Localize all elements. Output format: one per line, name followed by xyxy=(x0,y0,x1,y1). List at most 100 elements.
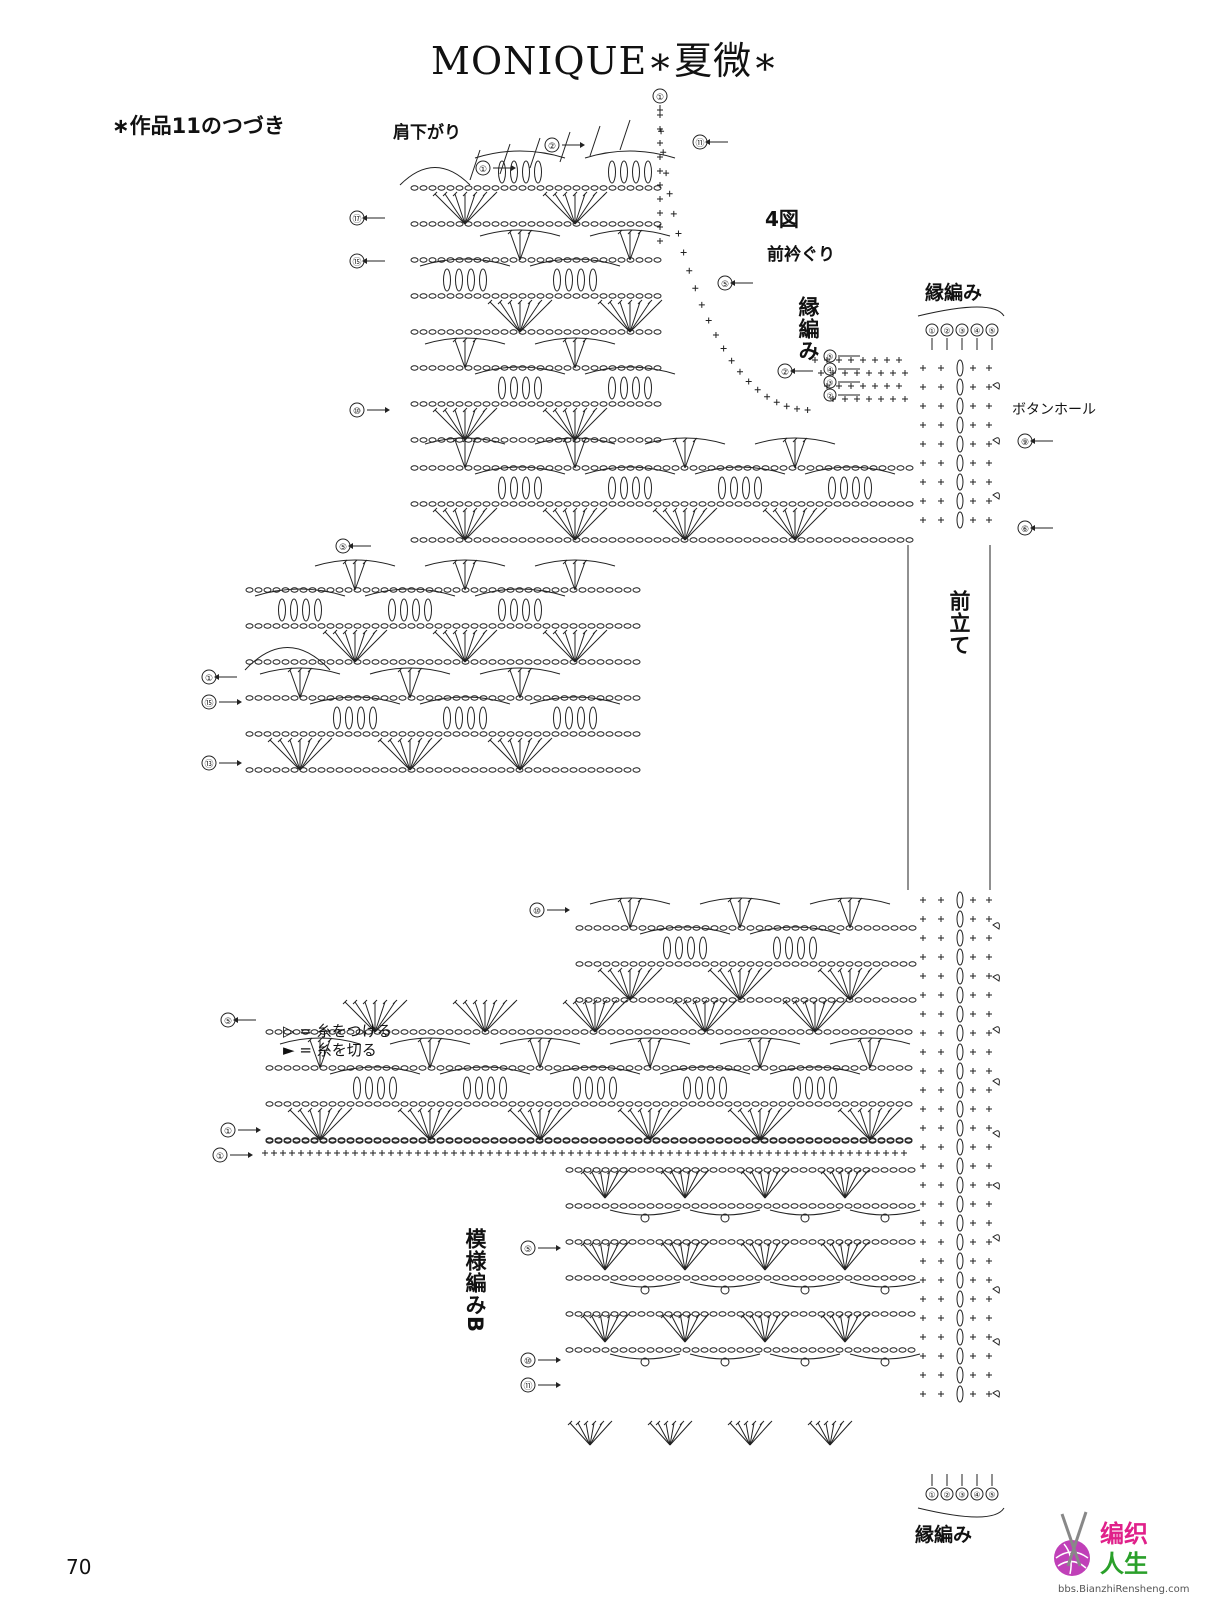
stitch-upper-body xyxy=(542,191,548,197)
stitch-lower-left xyxy=(254,731,263,737)
stitch-middle-body xyxy=(629,969,651,1001)
stitch-pattern-b xyxy=(664,1203,673,1209)
stitch-pattern-b xyxy=(764,1171,779,1199)
stitch-front-band xyxy=(970,479,976,485)
stitch-front-band xyxy=(938,384,944,390)
stitch-upper-body xyxy=(644,537,653,543)
stitch-foundation-sc xyxy=(829,1150,835,1156)
stitch-middle-body xyxy=(814,1101,823,1107)
stitch-middle-body xyxy=(739,969,751,1001)
stitch-middle-body xyxy=(727,967,733,973)
stitch-pattern-b xyxy=(760,1315,766,1343)
stitch-upper-body xyxy=(510,476,518,500)
stitch-neckline xyxy=(698,301,705,308)
stitch-upper-body xyxy=(434,409,466,441)
stitch-upper-body xyxy=(410,465,419,471)
stitch-pattern-b xyxy=(637,1203,646,1209)
stitch-upper-body xyxy=(653,465,662,471)
stitch-middle-body xyxy=(652,1101,661,1107)
stitch-lower-left xyxy=(587,767,596,773)
stitch-upper-body xyxy=(442,191,448,197)
stitch-lower-left xyxy=(354,631,366,663)
stitch-front-band xyxy=(938,992,944,998)
stitch-pattern-b xyxy=(822,1171,846,1199)
stitch-pattern-b xyxy=(691,1239,700,1245)
stitch-upper-body xyxy=(432,407,438,413)
stitch-middle-body xyxy=(638,961,647,967)
stitch-front-band xyxy=(938,422,944,428)
stitch-middle-body xyxy=(649,1109,661,1141)
stitch-pattern-b xyxy=(609,1281,681,1288)
stitch-middle-body xyxy=(629,969,641,1001)
stitch-upper-body xyxy=(572,401,581,407)
stitch-lower-left xyxy=(479,587,488,593)
stitch-middle-body xyxy=(499,1029,508,1035)
stitch-upper-body xyxy=(797,501,806,507)
stitch-middle-body xyxy=(598,1101,607,1107)
stitch-foundation-sc xyxy=(361,1150,367,1156)
legend-cut: ► = 糸を切る xyxy=(283,1041,377,1059)
stitch-front-band xyxy=(920,1277,926,1283)
stitch-lower-left xyxy=(322,629,328,635)
stitch-upper-body xyxy=(563,465,572,471)
stitch-lower-left xyxy=(354,561,366,591)
stitch-middle-body xyxy=(683,961,692,967)
stitch-lower-left xyxy=(344,767,353,773)
stitch-middle-body xyxy=(722,999,728,1005)
stitch-middle-body xyxy=(391,1101,400,1107)
stitch-pattern-b xyxy=(640,1213,650,1223)
row-marker-shoulder-1: ① xyxy=(479,165,487,175)
stitch-pattern-b xyxy=(574,1311,583,1317)
stitch-upper-body xyxy=(743,537,752,543)
stitch-upper-body xyxy=(620,160,628,184)
stitch-middle-body xyxy=(589,1065,598,1071)
stitch-upper-body xyxy=(437,465,446,471)
stitch-pattern-b xyxy=(907,1203,916,1209)
stitch-front-band xyxy=(956,1385,964,1403)
stitch-upper-body xyxy=(472,507,478,513)
stitch-pattern-b xyxy=(669,1422,683,1446)
stitch-lower-left xyxy=(623,695,632,701)
stitch-pattern-b xyxy=(844,1315,859,1343)
stitch-middle-body xyxy=(890,961,899,967)
row-marker-mid-10: ⑩ xyxy=(533,907,541,917)
stitch-lower-left xyxy=(254,767,263,773)
stitch-pattern-b xyxy=(800,1213,810,1223)
stitch-lower-left xyxy=(290,731,299,737)
stitch-front-band xyxy=(938,1391,944,1397)
stitch-pattern-b xyxy=(655,1311,664,1317)
stitch-pattern-b xyxy=(682,1347,691,1353)
stitch-upper-body xyxy=(464,439,476,469)
stitch-upper-body xyxy=(617,401,626,407)
stitch-foundation-chain xyxy=(904,1138,913,1144)
stitch-middle-body xyxy=(354,1001,376,1033)
stitch-neck-edging xyxy=(848,357,854,363)
stitch-middle-body xyxy=(342,999,348,1005)
watermark-line1: 编织 xyxy=(1100,1520,1148,1548)
stitch-pattern-b xyxy=(628,1347,637,1353)
stitch-middle-body xyxy=(719,1037,801,1045)
stitch-middle-body xyxy=(649,1039,661,1069)
stitch-upper-body xyxy=(473,329,482,335)
stitch-pattern-b xyxy=(742,1243,766,1271)
stitch-foundation-chain xyxy=(769,1138,778,1144)
stitch-upper-body xyxy=(428,365,437,371)
stitch-lower-left xyxy=(443,587,452,593)
row-arrow-head xyxy=(730,280,735,286)
stitch-front-band xyxy=(920,1353,926,1359)
stitch-lower-left xyxy=(326,695,335,701)
stitch-pattern-b xyxy=(880,1347,889,1353)
stitch-upper-body xyxy=(887,501,896,507)
stitch-upper-body xyxy=(574,193,596,225)
stitch-pattern-b xyxy=(695,1169,701,1175)
stitch-pattern-b xyxy=(574,1239,583,1245)
stitch-pattern-b xyxy=(751,1171,766,1199)
stitch-pattern-b xyxy=(844,1171,868,1199)
stitch-middle-body xyxy=(904,1029,913,1035)
stitch-pattern-b xyxy=(831,1315,846,1343)
stitch-middle-body xyxy=(759,1109,781,1141)
stitch-middle-body xyxy=(822,999,828,1005)
stitch-lower-left xyxy=(499,739,521,771)
stitch-foundation-sc xyxy=(379,1150,385,1156)
stitch-lower-left xyxy=(519,739,531,771)
